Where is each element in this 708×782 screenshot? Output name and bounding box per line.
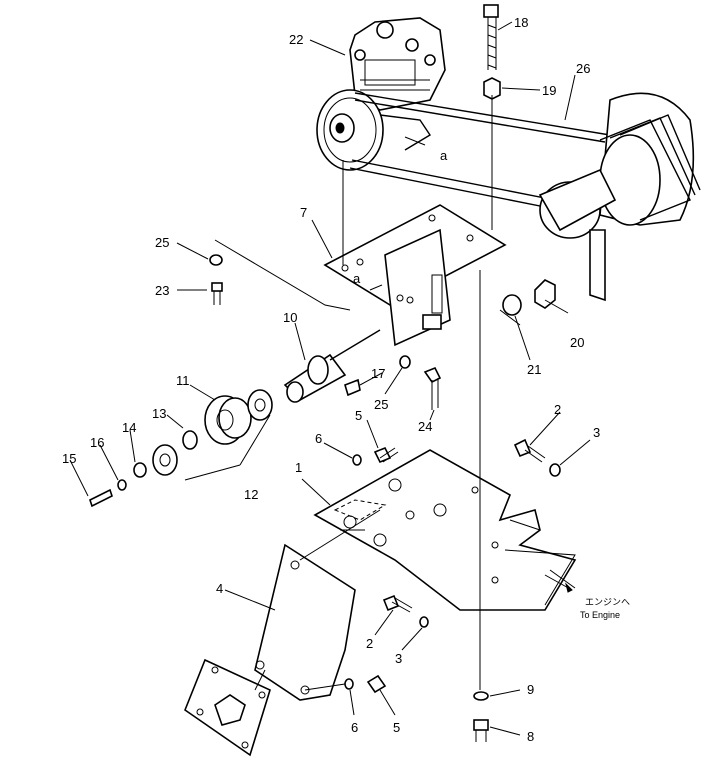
callout-14: 14 xyxy=(122,420,136,435)
callout-1: 1 xyxy=(295,460,302,475)
compressor xyxy=(349,17,446,111)
to-engine-annotation: エンジンへ To Engine xyxy=(544,574,630,620)
callout-11: 11 xyxy=(176,373,190,388)
to-engine-label-en: To Engine xyxy=(580,610,620,620)
callout-6-upper: 6 xyxy=(315,431,322,446)
callout-13: 13 xyxy=(152,406,166,421)
callout-24: 24 xyxy=(418,419,432,434)
ref-a-lower: a xyxy=(353,271,361,286)
alignment-lines xyxy=(214,95,576,691)
hardware-upper xyxy=(209,4,556,410)
callout-15: 15 xyxy=(62,451,76,466)
callout-labels: 22 18 19 26 7 25 23 10 20 21 17 25 24 11… xyxy=(62,15,600,744)
stay-bracket xyxy=(254,543,356,701)
hardware-lower xyxy=(344,438,561,742)
callout-2-lower: 2 xyxy=(366,636,373,651)
callout-17: 17 xyxy=(371,366,385,381)
callout-3-lower: 3 xyxy=(395,651,402,666)
ref-a-upper: a xyxy=(440,148,448,163)
callout-9: 9 xyxy=(527,682,534,697)
callout-3-upper: 3 xyxy=(593,425,600,440)
callout-25-upper: 25 xyxy=(155,235,169,250)
callout-16: 16 xyxy=(90,435,104,450)
compressor-pulley xyxy=(316,89,431,171)
bracket xyxy=(323,204,507,347)
callout-22: 22 xyxy=(289,32,303,47)
callout-5-upper: 5 xyxy=(355,408,362,423)
callout-6-lower: 6 xyxy=(351,720,358,735)
mounting-plate xyxy=(313,449,577,611)
callout-26: 26 xyxy=(576,61,590,76)
idler-pulley xyxy=(89,389,273,508)
engine-pulley xyxy=(538,92,701,302)
callout-19: 19 xyxy=(542,83,556,98)
leader-lines xyxy=(69,21,591,736)
callout-12: 12 xyxy=(244,487,258,502)
idler-shaft xyxy=(283,329,381,403)
callout-5-lower: 5 xyxy=(393,720,400,735)
callout-4: 4 xyxy=(216,581,223,596)
drive-belt xyxy=(349,92,611,211)
callout-8: 8 xyxy=(527,729,534,744)
callout-25-lower: 25 xyxy=(374,397,388,412)
callout-7: 7 xyxy=(300,205,307,220)
to-engine-label-jp: エンジンへ xyxy=(585,597,630,607)
callout-23: 23 xyxy=(155,283,169,298)
callout-18: 18 xyxy=(514,15,528,30)
engine-flange xyxy=(184,658,271,757)
callout-20: 20 xyxy=(570,335,584,350)
callout-2-upper: 2 xyxy=(554,402,561,417)
callout-10: 10 xyxy=(283,310,297,325)
callout-21: 21 xyxy=(527,362,541,377)
